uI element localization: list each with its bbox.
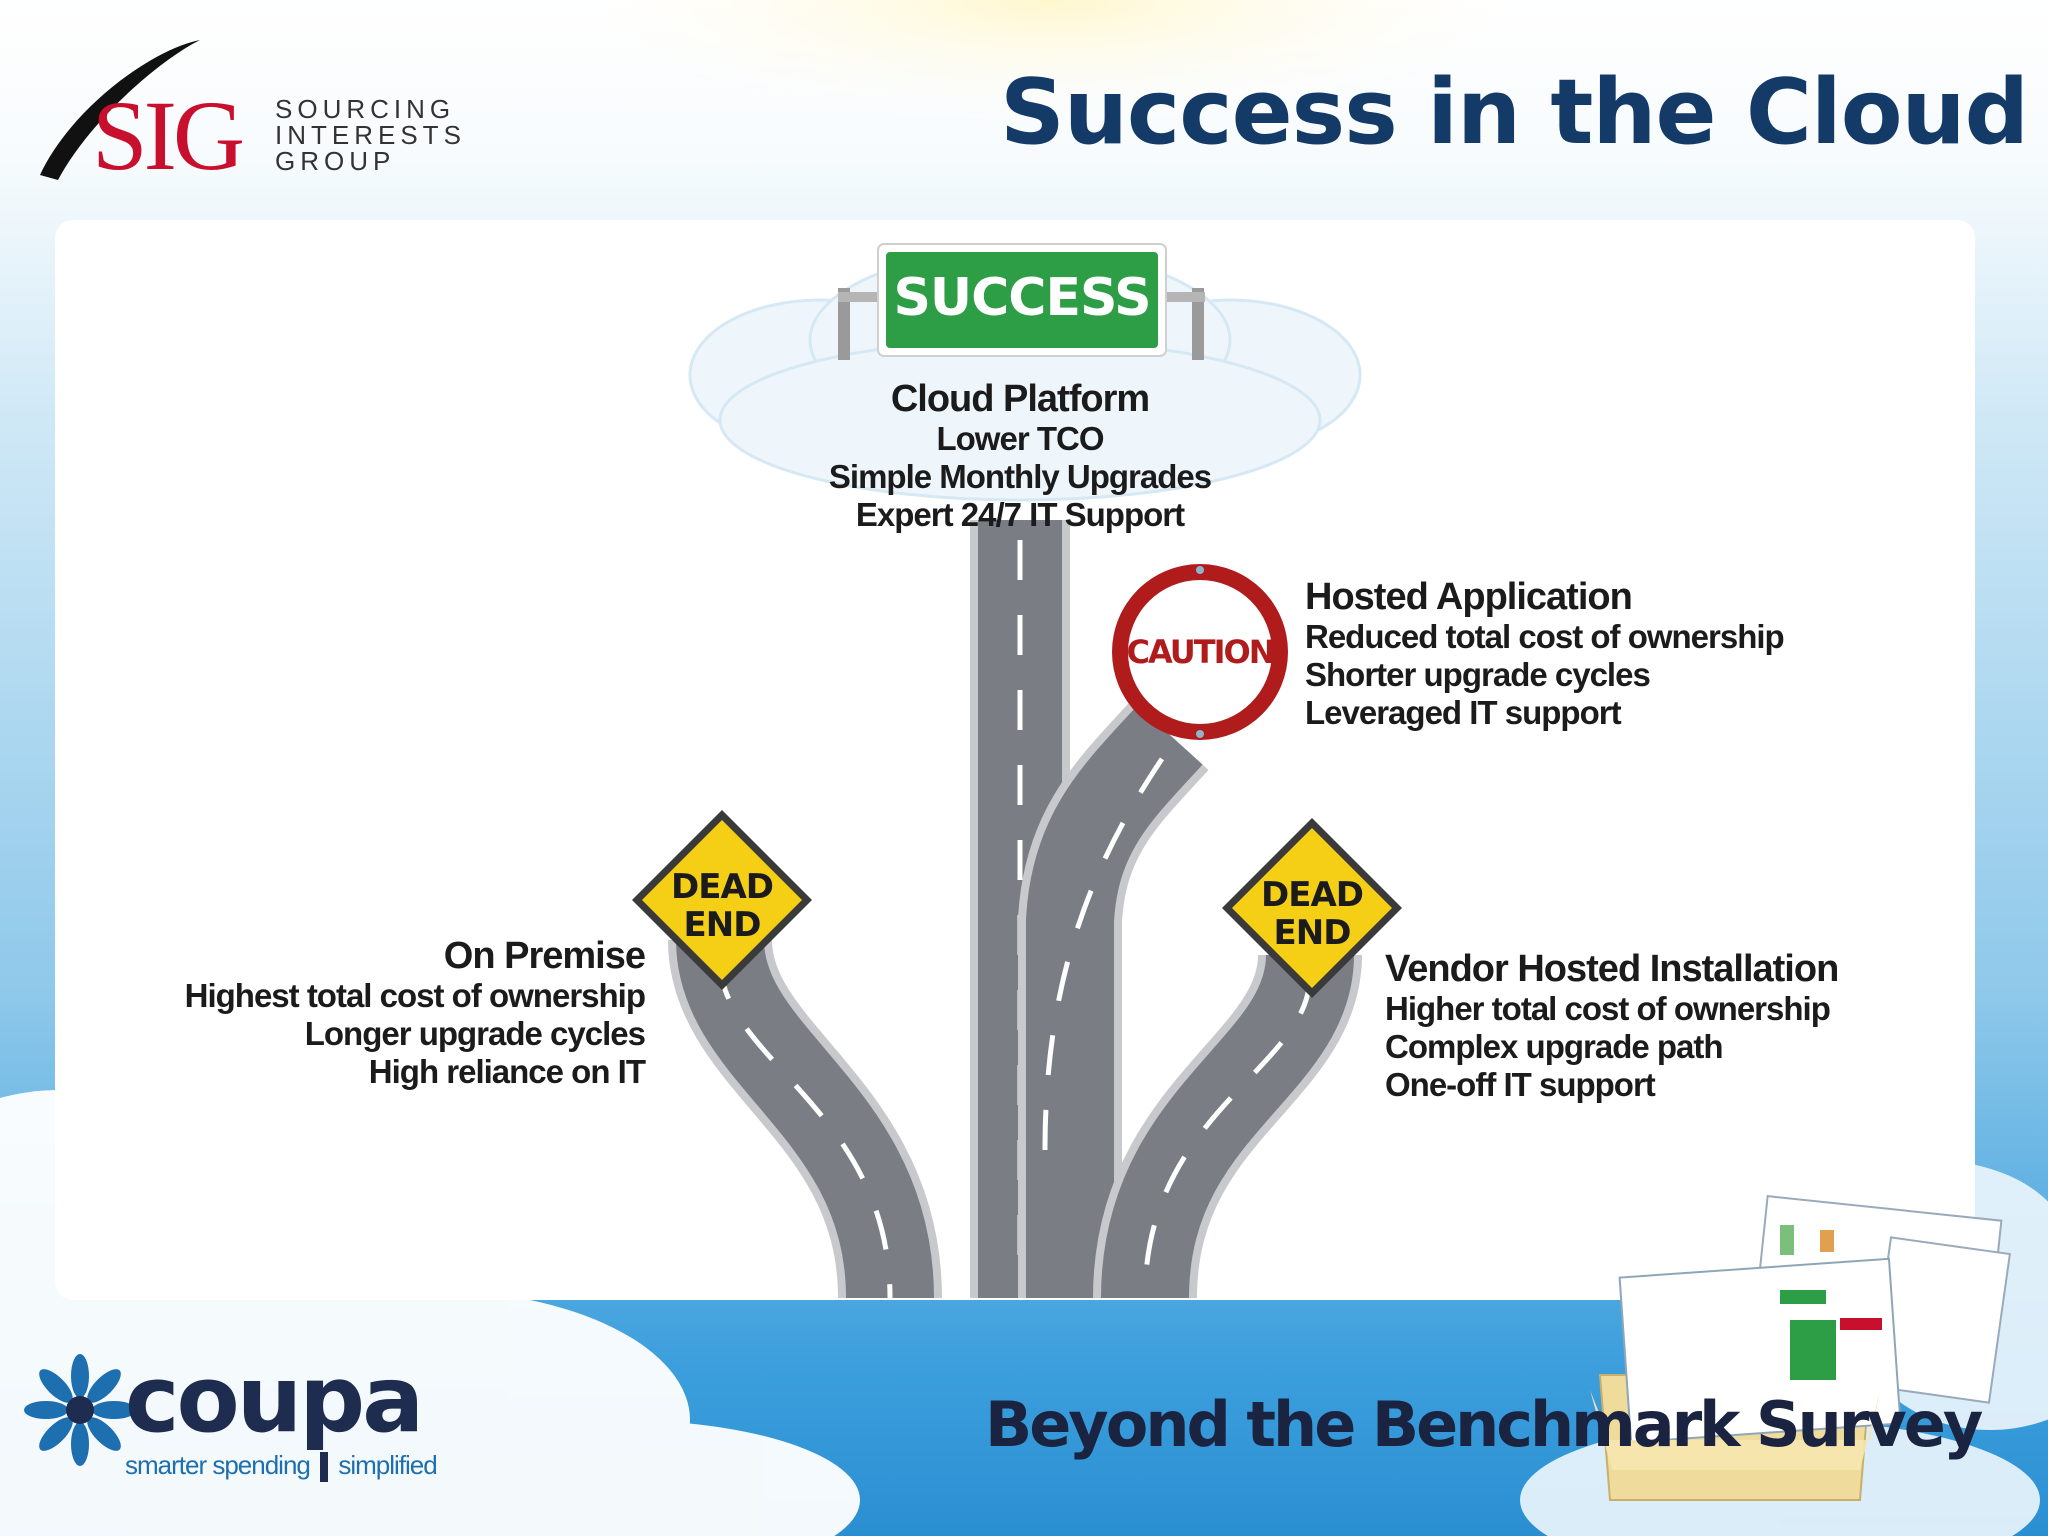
on-premise-road — [668, 937, 942, 1300]
on-premise-line-3: High reliance on IT — [368, 1053, 646, 1090]
coupa-tagline-divider — [320, 1452, 329, 1482]
hosted-application-heading: Hosted Application — [1305, 576, 1633, 618]
coupa-flower-icon — [24, 1354, 136, 1466]
caution-sign-label: CAUTION — [1126, 633, 1276, 671]
sig-line-2: INTERESTS — [275, 120, 466, 150]
coupa-logo: coupa smarter spending simplified — [125, 1350, 455, 1490]
cloud-platform-heading: Cloud Platform — [890, 378, 1150, 420]
success-sign — [877, 243, 1167, 357]
cloud-platform-line-2: Simple Monthly Upgrades — [828, 458, 1212, 495]
dead-end-left-word-1: DEAD — [671, 867, 774, 907]
dead-end-right-word-1: DEAD — [1261, 875, 1364, 915]
coupa-tagline-right: simplified — [338, 1450, 437, 1480]
vendor-hosted-line-2: Complex upgrade path — [1385, 1028, 1724, 1065]
coupa-tagline-left: smarter spending — [125, 1450, 311, 1480]
sig-line-3: GROUP — [275, 146, 396, 176]
sig-logo: SIG SOURCING INTERESTS GROUP — [30, 30, 470, 190]
cloud-platform-line-1: Lower TCO — [936, 420, 1104, 457]
vendor-hosted-line-1: Higher total cost of ownership — [1385, 990, 1831, 1027]
footer-survey-title: Beyond the Benchmark Survey — [985, 1388, 1983, 1461]
dead-end-right-sign — [1222, 818, 1402, 998]
caution-sign — [1112, 564, 1288, 740]
hosted-application-line-1: Reduced total cost of ownership — [1305, 618, 1785, 655]
vendor-road — [1093, 951, 1362, 1300]
coupa-tagline: smarter spending simplified — [125, 1450, 438, 1482]
vendor-hosted-line-3: One-off IT support — [1385, 1066, 1656, 1103]
dead-end-left-label: DEAD END — [662, 868, 782, 944]
hosted-application-line-2: Shorter upgrade cycles — [1305, 656, 1651, 693]
dead-end-right-word-2: END — [1273, 913, 1352, 953]
hosted-branch-road — [1018, 700, 1209, 1298]
on-premise-heading: On Premise — [443, 935, 646, 977]
success-sign-label: SUCCESS — [893, 268, 1151, 328]
cloud-platform-block: Cloud Platform Lower TCO Simple Monthly … — [760, 378, 1280, 534]
vendor-hosted-block: Vendor Hosted Installation Higher total … — [1385, 948, 1839, 1104]
sig-line-1: SOURCING — [275, 94, 456, 124]
on-premise-block: On Premise Highest total cost of ownersh… — [145, 935, 646, 1091]
slide-title: Success in the Cloud — [1000, 60, 2029, 165]
vendor-hosted-heading: Vendor Hosted Installation — [1385, 948, 1839, 990]
dead-end-right-label: DEAD END — [1252, 876, 1372, 952]
sig-monogram: SIG — [92, 80, 245, 191]
sig-wordmark: SOURCING INTERESTS GROUP — [275, 96, 466, 174]
coupa-wordmark: coupa — [125, 1346, 424, 1453]
sig-swoosh-icon — [40, 40, 200, 180]
dead-end-left-sign — [632, 810, 812, 990]
hosted-application-block: Hosted Application Reduced total cost of… — [1305, 576, 1785, 732]
on-premise-line-2: Longer upgrade cycles — [304, 1015, 646, 1052]
hosted-application-line-3: Leveraged IT support — [1305, 694, 1622, 731]
cloud-platform-line-3: Expert 24/7 IT Support — [855, 496, 1185, 533]
dead-end-left-word-2: END — [683, 905, 762, 945]
report-screenshots-icon — [1590, 1195, 2011, 1501]
success-sign-posts — [838, 288, 1205, 360]
on-premise-line-1: Highest total cost of ownership — [184, 977, 646, 1014]
